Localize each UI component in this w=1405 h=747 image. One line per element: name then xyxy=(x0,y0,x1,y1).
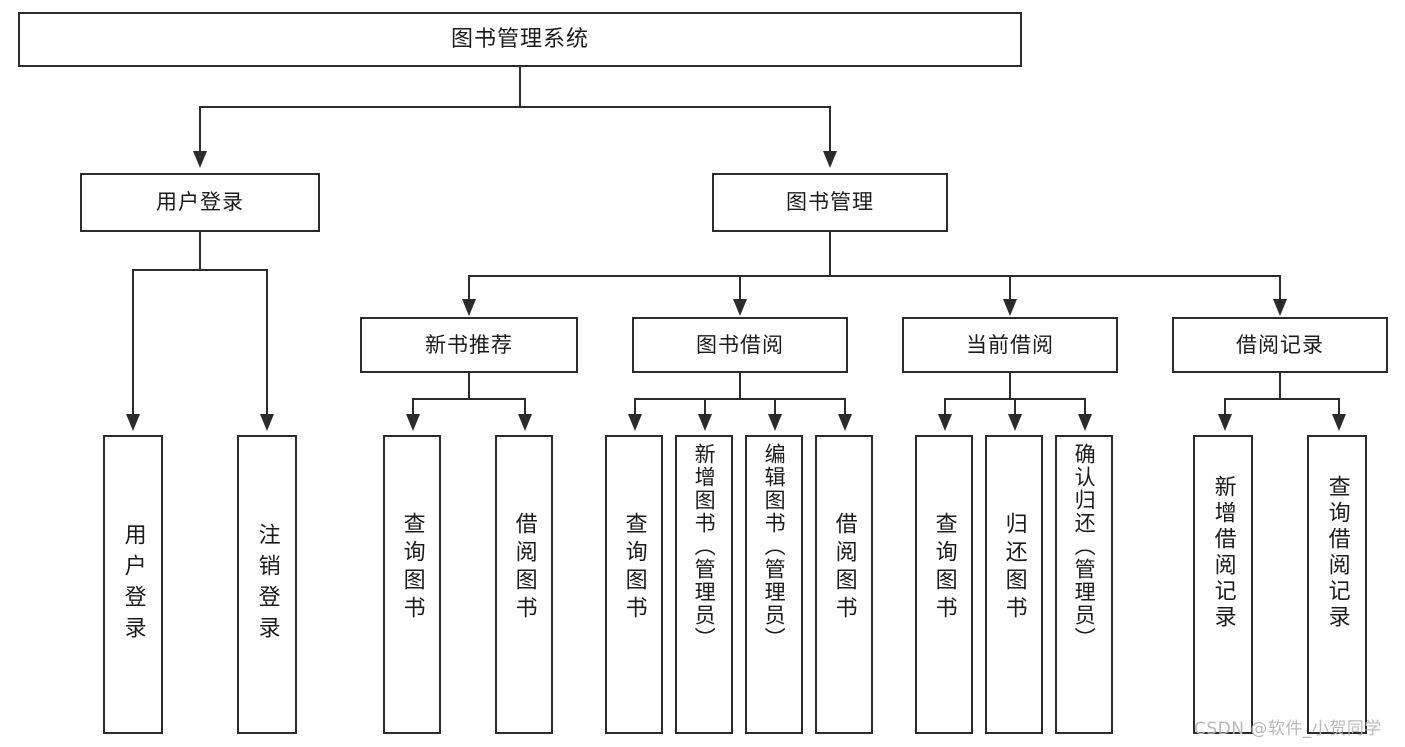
connector-userlogin-stem xyxy=(199,232,201,270)
node-root[interactable]: 图书管理系统 xyxy=(18,12,1022,67)
leaf-borrow-book-1[interactable]: 借阅图书 xyxy=(495,435,553,734)
arrow-to-leaf-add-book-admin xyxy=(698,414,712,431)
leaf-query-borrow-record[interactable]: 查询借阅记录 xyxy=(1307,435,1367,734)
arrow-to-borrow-record xyxy=(1273,299,1287,316)
arrow-to-book-borrow xyxy=(733,299,747,316)
csdn-watermark: CSDN @软件_小贺同学 xyxy=(1194,719,1382,739)
leaf-query-book-2-label: 查询图书 xyxy=(621,512,647,624)
arrow-to-leaf-user-login xyxy=(126,414,140,431)
arrow-to-leaf-query-borrow-record xyxy=(1332,414,1346,431)
leaf-borrow-book-2[interactable]: 借阅图书 xyxy=(815,435,873,734)
leaf-query-book-1[interactable]: 查询图书 xyxy=(383,435,441,734)
arrow-to-book-manage xyxy=(823,151,837,168)
leaf-confirm-return-admin-label: 确认归还（管理员） xyxy=(1072,443,1097,650)
connector-bm-c2 xyxy=(739,275,741,299)
node-new-book-recommend[interactable]: 新书推荐 xyxy=(360,317,578,373)
arrow-to-leaf-confirm-return-admin xyxy=(1078,414,1092,431)
connector-cb-c3 xyxy=(1084,398,1086,414)
connector-bb-c3 xyxy=(774,398,776,414)
connector-root-to-manage xyxy=(829,106,831,151)
arrow-to-leaf-borrow-book-2 xyxy=(838,414,852,431)
connector-bm-c1 xyxy=(468,275,470,299)
node-book-manage[interactable]: 图书管理 xyxy=(712,173,948,232)
connector-bm-c3 xyxy=(1009,275,1011,299)
node-book-borrow-label: 图书借阅 xyxy=(696,332,784,357)
leaf-edit-book-admin-label: 编辑图书（管理员） xyxy=(762,443,787,650)
connector-bookmanage-bus xyxy=(468,275,1280,277)
leaf-borrow-book-2-label: 借阅图书 xyxy=(831,512,857,624)
connector-cb-c1 xyxy=(944,398,946,414)
leaf-query-book-1-label: 查询图书 xyxy=(399,512,425,624)
connector-root-to-login xyxy=(199,106,201,151)
connector-bb-c1 xyxy=(634,398,636,414)
node-user-login-label: 用户登录 xyxy=(156,190,244,215)
arrow-to-leaf-edit-book-admin xyxy=(768,414,782,431)
connector-bookmanage-stem xyxy=(829,232,831,276)
node-current-borrow[interactable]: 当前借阅 xyxy=(902,317,1118,373)
leaf-return-book[interactable]: 归还图书 xyxy=(985,435,1043,734)
arrow-to-leaf-borrow-book-1 xyxy=(518,414,532,431)
node-borrow-record[interactable]: 借阅记录 xyxy=(1172,317,1388,373)
connector-borrowrecord-bus xyxy=(1224,398,1340,400)
leaf-add-book-admin[interactable]: 新增图书（管理员） xyxy=(675,435,733,734)
connector-root-stem xyxy=(519,67,521,107)
connector-newbook-stem xyxy=(468,373,470,399)
node-book-manage-label: 图书管理 xyxy=(786,190,874,215)
leaf-confirm-return-admin[interactable]: 确认归还（管理员） xyxy=(1055,435,1113,734)
connector-bookborrow-stem xyxy=(739,373,741,399)
connector-bb-c4 xyxy=(844,398,846,414)
connector-br-c2 xyxy=(1338,398,1340,414)
arrow-to-leaf-query-book-2 xyxy=(628,414,642,431)
leaf-add-book-admin-label: 新增图书（管理员） xyxy=(692,443,717,650)
leaf-return-book-label: 归还图书 xyxy=(1001,512,1027,624)
node-book-borrow[interactable]: 图书借阅 xyxy=(632,317,848,373)
node-root-label: 图书管理系统 xyxy=(450,26,589,52)
leaf-query-borrow-record-label: 查询借阅记录 xyxy=(1324,475,1350,631)
connector-borrowrecord-stem xyxy=(1279,373,1281,399)
arrow-to-user-login xyxy=(193,151,207,168)
connector-root-bus xyxy=(199,106,831,108)
connector-currentborrow-stem xyxy=(1009,373,1011,399)
connector-cb-c2 xyxy=(1014,398,1016,414)
arrow-to-current-borrow xyxy=(1003,299,1017,316)
connector-br-c1 xyxy=(1224,398,1226,414)
connector-userlogin-c2 xyxy=(266,269,268,414)
connector-userlogin-c1 xyxy=(132,269,134,414)
arrow-to-leaf-query-book-3 xyxy=(938,414,952,431)
connector-bb-c2 xyxy=(704,398,706,414)
leaf-logout-login[interactable]: 注销登录 xyxy=(237,435,297,734)
connector-userlogin-bus xyxy=(132,269,268,271)
leaf-query-book-2[interactable]: 查询图书 xyxy=(605,435,663,734)
node-user-login[interactable]: 用户登录 xyxy=(80,173,320,232)
leaf-add-borrow-record[interactable]: 新增借阅记录 xyxy=(1193,435,1253,734)
node-borrow-record-label: 借阅记录 xyxy=(1236,332,1324,357)
arrow-to-leaf-query-book-1 xyxy=(406,414,420,431)
node-new-book-recommend-label: 新书推荐 xyxy=(425,332,513,357)
arrow-to-leaf-logout-login xyxy=(260,414,274,431)
connector-nb-c2 xyxy=(524,398,526,414)
leaf-query-book-3[interactable]: 查询图书 xyxy=(915,435,973,734)
leaf-user-login[interactable]: 用户登录 xyxy=(103,435,163,734)
leaf-edit-book-admin[interactable]: 编辑图书（管理员） xyxy=(745,435,803,734)
connector-nb-c1 xyxy=(412,398,414,414)
arrow-to-leaf-return-book xyxy=(1008,414,1022,431)
connector-newbook-bus xyxy=(412,398,526,400)
arrow-to-new-book-recommend xyxy=(462,299,476,316)
leaf-logout-login-label: 注销登录 xyxy=(254,522,280,647)
connector-bookborrow-bus xyxy=(634,398,846,400)
leaf-add-borrow-record-label: 新增借阅记录 xyxy=(1210,475,1236,631)
leaf-borrow-book-1-label: 借阅图书 xyxy=(511,512,537,624)
connector-bm-c4 xyxy=(1279,275,1281,299)
arrow-to-leaf-add-borrow-record xyxy=(1218,414,1232,431)
leaf-query-book-3-label: 查询图书 xyxy=(931,512,957,624)
node-current-borrow-label: 当前借阅 xyxy=(966,332,1054,357)
leaf-user-login-label: 用户登录 xyxy=(120,522,146,647)
